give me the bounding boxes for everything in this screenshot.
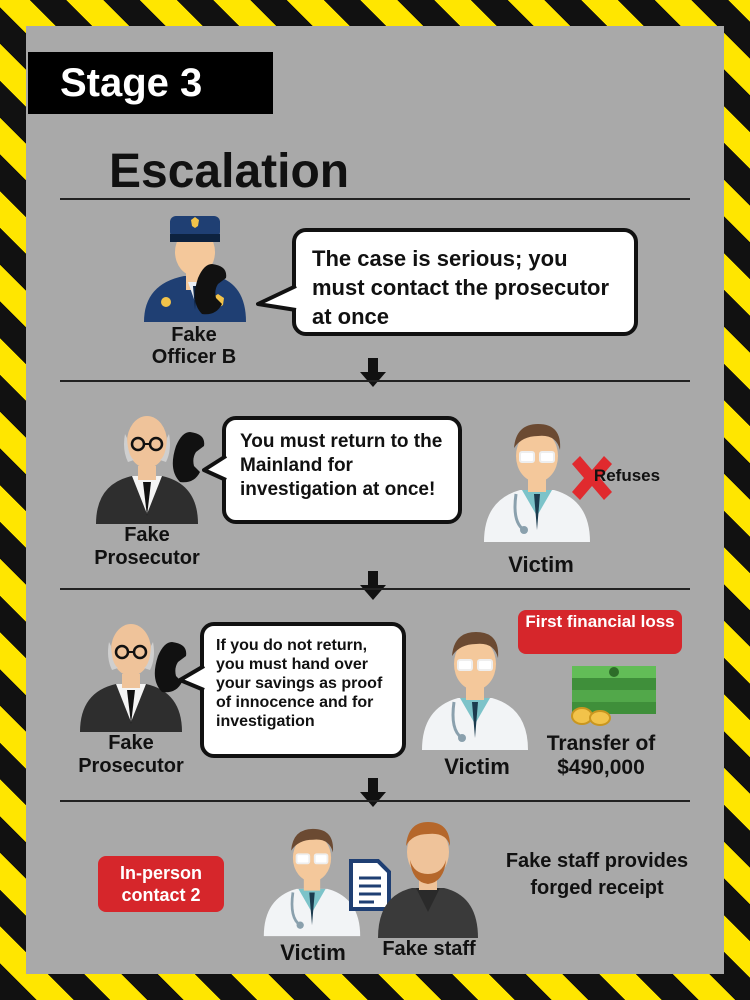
doctor-victim-icon xyxy=(422,632,528,750)
speech-bubble-prosecutor: You must return to the Mainland for inve… xyxy=(222,416,462,524)
money-stack-icon xyxy=(572,666,656,714)
bubble-tail xyxy=(202,454,228,482)
section-divider xyxy=(60,588,690,590)
in-person-contact-badge: In-person contact 2 xyxy=(98,856,224,912)
page-title: Escalation xyxy=(109,145,350,198)
bubble-tail xyxy=(256,284,297,312)
stage-tag: Stage 3 xyxy=(28,52,273,114)
phone-icon xyxy=(172,432,205,483)
fake-officer-label: Fake Officer B xyxy=(151,324,237,368)
title-divider xyxy=(60,198,690,200)
victim-label: Victim xyxy=(280,940,346,965)
prosecutor-icon xyxy=(96,416,198,524)
prosecutor-icon xyxy=(80,624,182,732)
section-divider xyxy=(60,380,690,382)
fake-prosecutor-label: Fake Prosecutor xyxy=(94,524,200,569)
document-icon xyxy=(349,859,391,911)
doctor-victim-icon xyxy=(263,828,361,937)
down-arrow-icon xyxy=(360,778,386,807)
officer-speech-text: The case is serious; you must contact th… xyxy=(312,246,610,329)
doctor-victim-icon xyxy=(484,424,590,542)
infographic-panel: Stage 3 Escalation Fake Officer B The ca… xyxy=(26,26,724,974)
fake-prosecutor-label: Fake Prosecutor xyxy=(78,732,184,777)
phone-icon xyxy=(194,264,227,315)
fake-staff-icon xyxy=(378,822,478,938)
down-arrow-icon xyxy=(360,571,386,600)
speech-bubble-officer: The case is serious; you must contact th… xyxy=(292,228,638,336)
red-x-icon xyxy=(572,456,612,500)
victim-label: Victim xyxy=(444,754,510,779)
fake-staff-label: Fake staff xyxy=(382,938,476,960)
down-arrow-icon xyxy=(360,358,386,387)
section-divider xyxy=(60,800,690,802)
first-financial-loss-badge: First financial loss xyxy=(518,610,682,654)
savings-speech-text: If you do not return, you must hand over… xyxy=(216,637,383,730)
transfer-amount-label: Transfer of $490,000 xyxy=(546,732,656,779)
victim-label: Victim xyxy=(508,552,574,577)
refuses-label: Refuses xyxy=(593,466,661,485)
forged-receipt-note: Fake staff provides forged receipt xyxy=(505,850,689,899)
bubble-tail xyxy=(178,664,206,692)
coins-icon xyxy=(571,707,611,726)
speech-bubble-prosecutor-savings: If you do not return, you must hand over… xyxy=(200,622,406,758)
prosecutor-speech-text: You must return to the Mainland for inve… xyxy=(240,431,443,500)
